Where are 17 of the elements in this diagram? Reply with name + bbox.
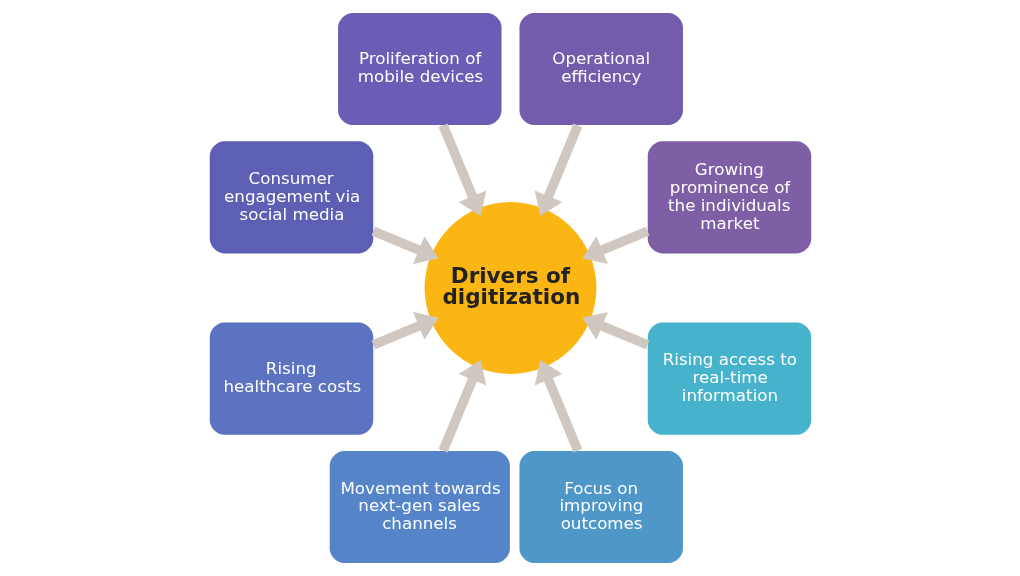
node-box: Operational efficiency	[518, 12, 683, 126]
node-box: Proliferation of mobile devices	[337, 12, 502, 126]
arrow	[438, 123, 486, 216]
node-box: Rising access to real-time information	[647, 322, 811, 435]
node-box: Rising healthcare costs	[209, 322, 373, 435]
arrow	[581, 312, 649, 350]
arrow	[371, 226, 439, 264]
arrow	[581, 226, 649, 264]
arrow	[371, 312, 439, 350]
arrow	[438, 360, 486, 453]
node-box: Movement towards next-gen sales channels	[329, 450, 510, 564]
node-box: Consumer engagement via social media	[209, 141, 373, 254]
arrow	[534, 123, 582, 216]
node-circle: Drivers of digitization	[424, 202, 596, 374]
node-box: Growing prominence of the individuals market	[647, 141, 811, 254]
node-box: Focus on improving outcomes	[518, 450, 683, 564]
arrow	[534, 360, 582, 453]
